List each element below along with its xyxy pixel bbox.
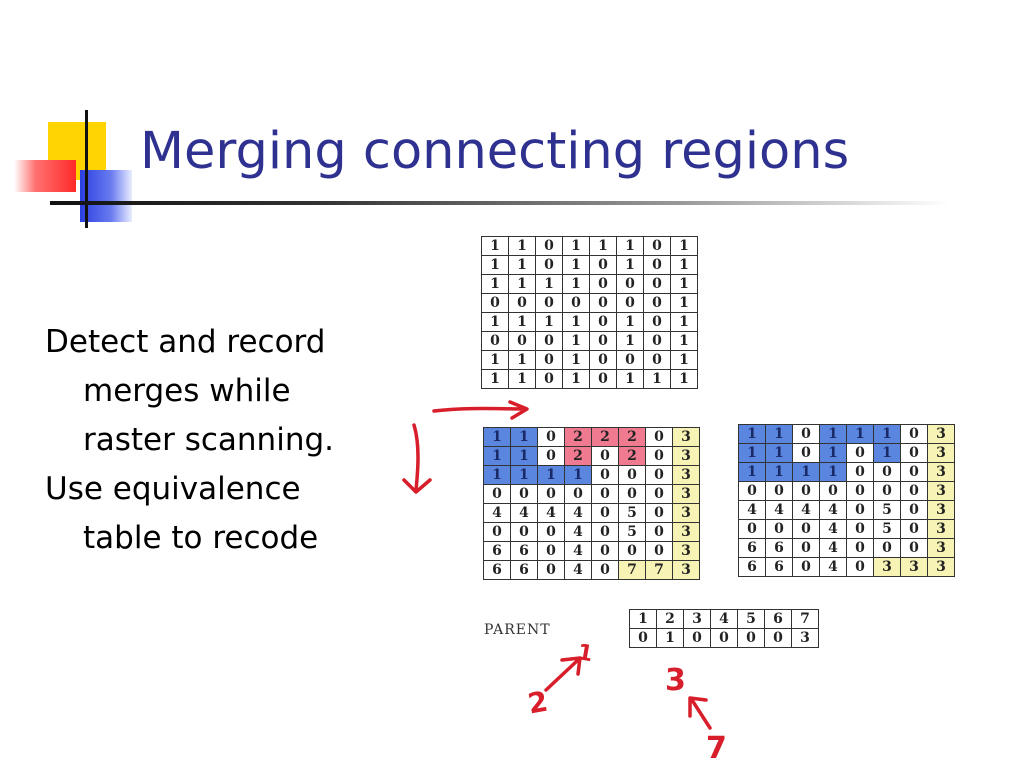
grid-cell: 1 — [537, 465, 565, 485]
grid-cell: 1 — [792, 462, 820, 482]
grid-cell: 3 — [672, 522, 700, 542]
arrow-right-icon — [432, 400, 529, 420]
title-underline — [50, 201, 950, 205]
grid-cell: 2 — [564, 427, 592, 447]
grid-cell: 7 — [618, 560, 646, 580]
arrow-up-right-icon — [544, 656, 582, 692]
grid-cell: 3 — [672, 446, 700, 466]
grid-cell: 0 — [591, 560, 619, 580]
grid-cell: 1 — [819, 424, 847, 444]
grid-cell: 1 — [738, 462, 766, 482]
grid-cell: 4 — [819, 557, 847, 577]
grid-cell: 3 — [672, 503, 700, 523]
grid-cell: 1 — [510, 427, 538, 447]
grid-cell: 1 — [510, 446, 538, 466]
handwritten-digit: 3 — [665, 663, 686, 698]
grid-cell: 0 — [846, 557, 874, 577]
handwritten-digit: 7 — [706, 731, 727, 766]
grid-cell: 1 — [670, 331, 698, 351]
arrow-up-left-icon — [688, 696, 712, 730]
parent-cell: 0 — [710, 628, 738, 648]
grid-cell: 1 — [819, 462, 847, 482]
grid-cell: 2 — [618, 427, 646, 447]
parent-cell: 3 — [791, 628, 819, 648]
title-deco-blue-square — [80, 170, 132, 222]
grid-cell: 3 — [672, 465, 700, 485]
grid-cell: 3 — [927, 481, 955, 501]
title-deco-red-bar — [14, 160, 76, 192]
grid-cell: 1 — [510, 465, 538, 485]
bullet-item: Use equivalence table to recode — [45, 471, 319, 556]
slide-title: Merging connecting regions — [140, 122, 850, 181]
grid-cell: 3 — [672, 560, 700, 580]
grid-cell: 3 — [672, 427, 700, 447]
grid-cell: 1 — [483, 465, 511, 485]
title-deco-vertical-line — [85, 110, 88, 228]
handwritten-digit: 1 — [575, 640, 594, 667]
grid-cell: 1 — [643, 369, 671, 389]
grid-cell: 2 — [591, 427, 619, 447]
grid-cell: 1 — [873, 424, 901, 444]
grid-cell: 4 — [564, 560, 592, 580]
grid-cell: 1 — [564, 465, 592, 485]
grid-cell: 1 — [819, 443, 847, 463]
grid-cell: 3 — [927, 424, 955, 444]
bullet-item: Detect and record merges while raster sc… — [45, 324, 334, 458]
grid-cell: 1 — [873, 443, 901, 463]
grid-cell: 3 — [927, 557, 955, 577]
parent-cell: 0 — [629, 628, 657, 648]
arrow-down-icon — [402, 423, 432, 494]
bullet-list: Detect and record merges while raster sc… — [45, 318, 375, 563]
grid-cell: 1 — [765, 462, 793, 482]
grid-cell: 3 — [927, 443, 955, 463]
grid-cell: 7 — [645, 560, 673, 580]
grid-cell: 3 — [927, 519, 955, 539]
grid-cell: 1 — [670, 369, 698, 389]
parent-label: PARENT — [484, 622, 551, 638]
